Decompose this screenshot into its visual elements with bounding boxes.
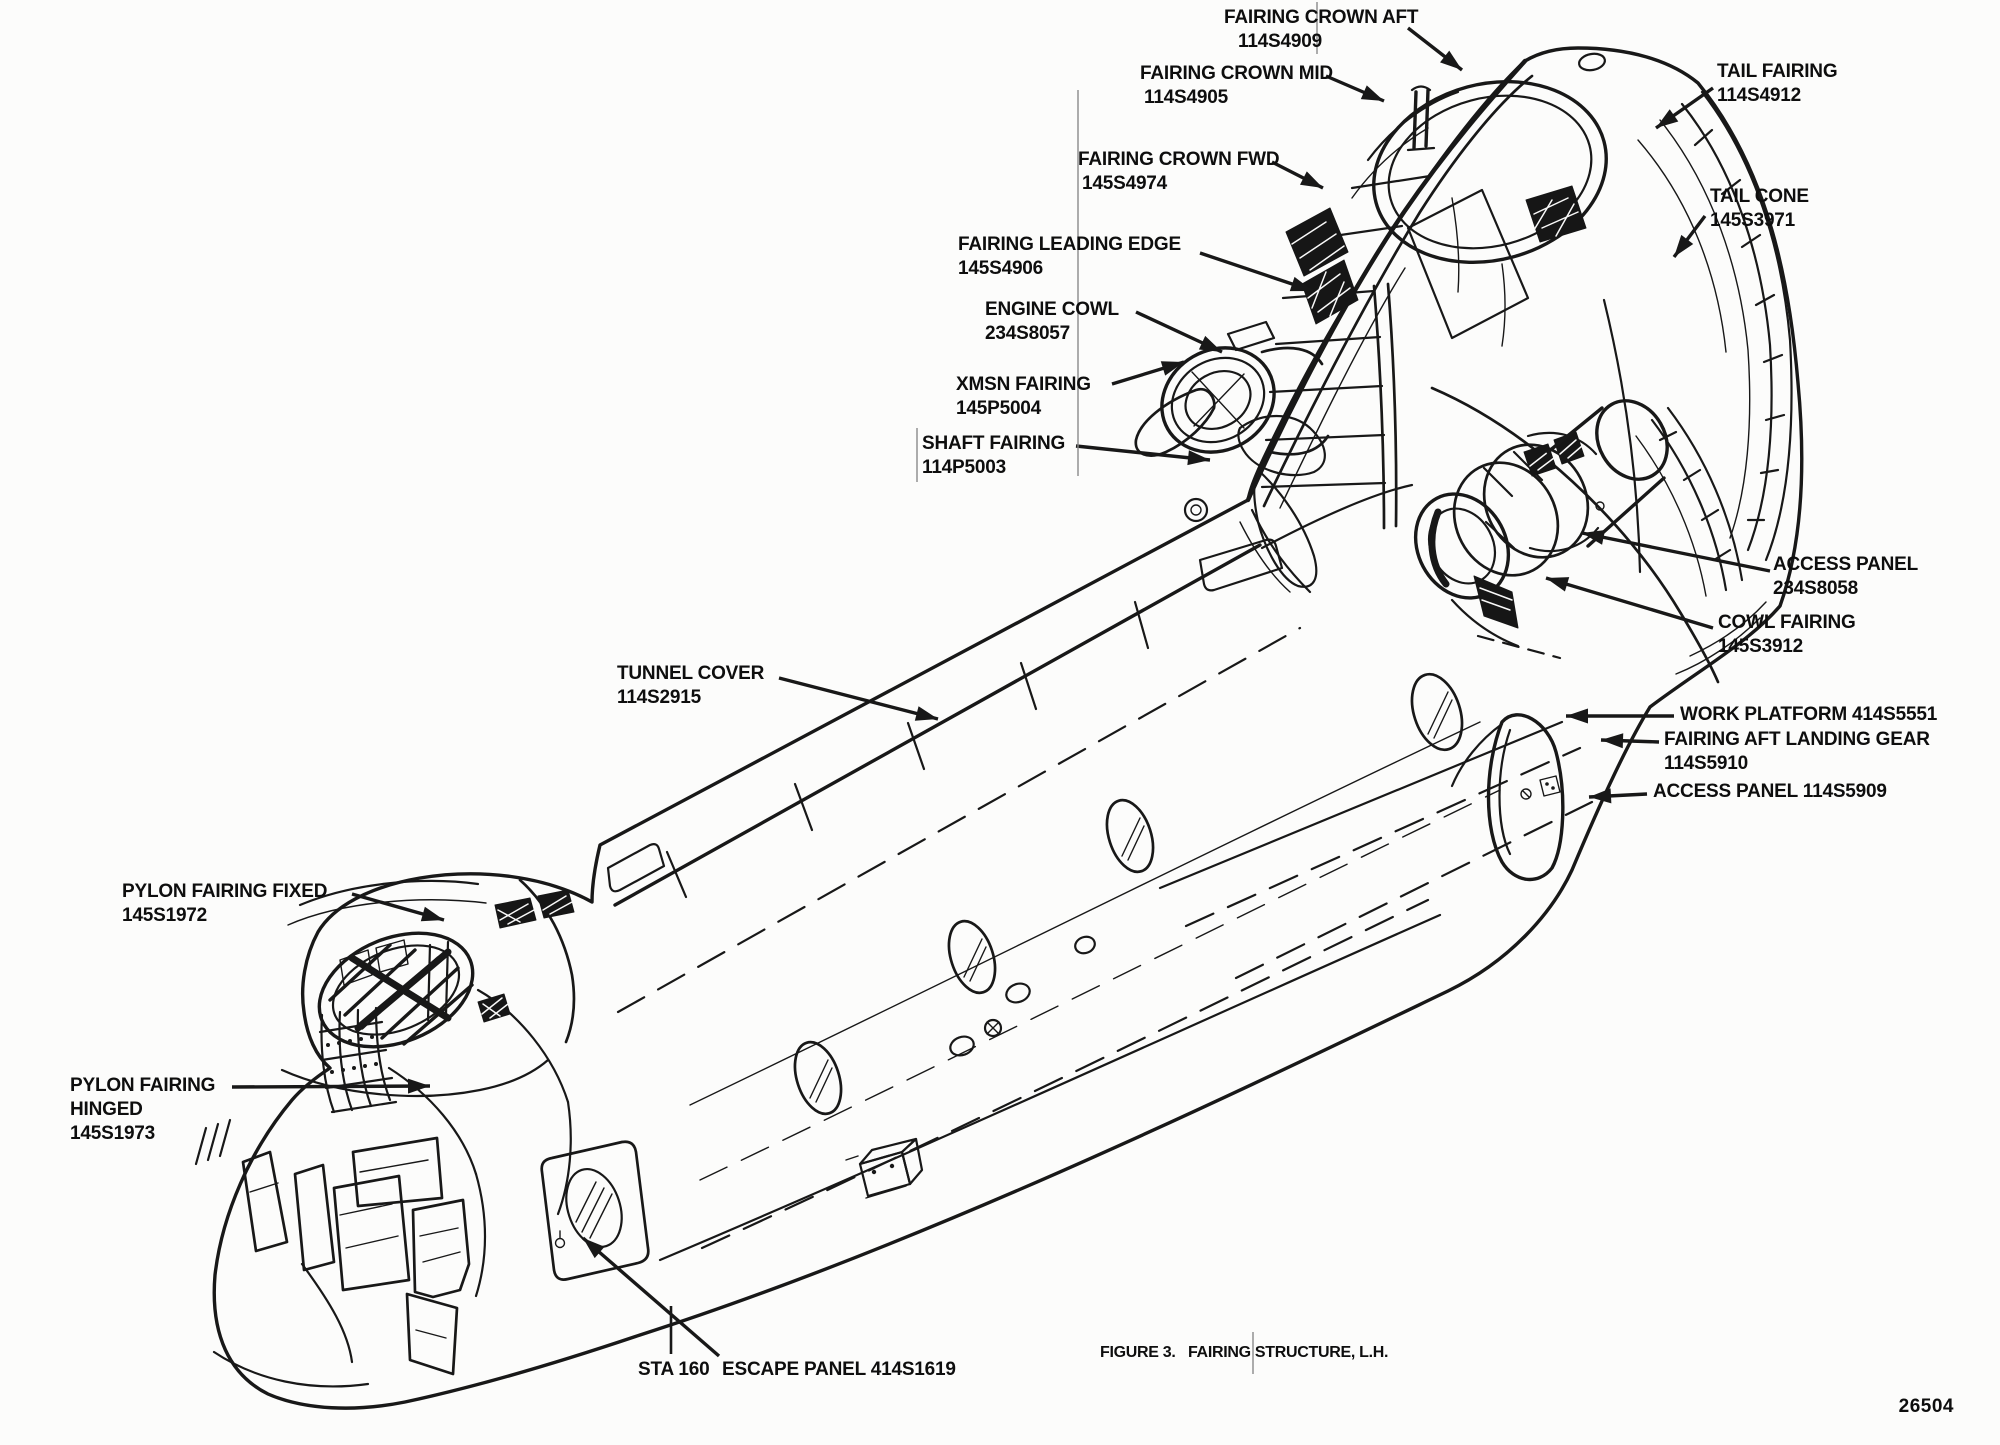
leader-line <box>1075 444 1211 462</box>
belly-details <box>700 898 1430 1250</box>
callout-label-engine-cowl: ENGINE COWL 234S8057 <box>985 298 1119 346</box>
engine-nacelle-forward <box>1134 320 1330 592</box>
leader-arrowhead <box>1656 109 1679 128</box>
leader-arrowhead <box>1601 733 1624 749</box>
leader-arrowhead <box>1187 450 1210 466</box>
callout-text-line: TAIL CONE <box>1710 186 1809 207</box>
leader-arrowhead <box>1566 708 1588 724</box>
callout-label-fairing-aft-landing-gear: FAIRING AFT LANDING GEAR 114S5910 <box>1664 728 1930 776</box>
callout-label-fairing-crown-aft: FAIRING CROWN AFT 114S4909 <box>1224 6 1419 54</box>
callout-text-line: FAIRING CROWN MID <box>1140 63 1333 84</box>
callout-text-line: 145S4974 <box>1082 173 1168 194</box>
leader-arrowhead <box>1674 234 1694 257</box>
leader-arrowhead <box>1360 85 1384 101</box>
callout-text-line: SHAFT FAIRING <box>922 433 1066 454</box>
callout-text-line: ACCESS PANEL 114S5909 <box>1653 781 1887 802</box>
leader-arrowhead <box>420 906 444 922</box>
sheet-number: 26504 <box>1898 1396 1954 1417</box>
leader-arrowhead <box>407 1078 430 1094</box>
tail-cone-ribs <box>1635 90 1793 675</box>
callout-text-line: TUNNEL COVER <box>617 663 765 684</box>
cabin-windows <box>793 672 1464 1116</box>
callout-label-escape-panel: ESCAPE PANEL 414S1619 <box>722 1358 956 1382</box>
callout-label-fairing-crown-fwd: FAIRING CROWN FWD 145S4974 <box>1078 148 1280 196</box>
callout-text-line: PYLON FAIRING FIXED <box>122 881 328 902</box>
callout-label-access-panel-gear: ACCESS PANEL 114S5909 <box>1653 780 1887 804</box>
leader-line <box>231 1084 431 1089</box>
leader-arrowhead <box>1160 361 1184 376</box>
leader-arrowhead <box>914 706 938 721</box>
callout-text-line: 145S3971 <box>1710 210 1796 231</box>
callout-text-line: 145S1972 <box>122 905 208 926</box>
callout-text-line: 145S1973 <box>70 1123 156 1144</box>
callout-label-cowl-fairing: COWL FAIRING 145S3912 <box>1718 611 1856 659</box>
callout-text-line: ACCESS PANEL <box>1773 554 1919 575</box>
callout-text-line: FAIRING CROWN FWD <box>1078 149 1280 170</box>
leader-arrowhead <box>1289 276 1313 292</box>
shaft-fairing-art <box>1253 468 1318 588</box>
callout-label-sta-160: STA 160 <box>638 1358 710 1382</box>
callout-label-work-platform: WORK PLATFORM 414S5551 <box>1680 703 1937 727</box>
callout-text-line: FAIRING CROWN AFT <box>1224 7 1419 28</box>
leader-arrowhead <box>1589 788 1612 804</box>
callout-text-line: 145S3912 <box>1718 636 1804 657</box>
callout-text-line: COWL FAIRING <box>1718 612 1856 633</box>
callout-text-line: STA 160 <box>638 1359 710 1380</box>
engine-nacelle-aft <box>1413 399 1669 660</box>
leader-line <box>581 1236 721 1358</box>
callout-text-line: FAIRING AFT LANDING GEAR <box>1664 729 1930 750</box>
callout-text-line: 114P5003 <box>922 457 1006 478</box>
callout-text-line: XMSN FAIRING <box>956 374 1091 395</box>
callout-label-tunnel-cover: TUNNEL COVER 114S2915 <box>617 662 764 710</box>
leader-line <box>778 676 939 721</box>
leader-arrowhead <box>1582 530 1606 545</box>
callout-text-line: 114S2915 <box>617 687 701 708</box>
figure-caption: FIGURE 3. FAIRING STRUCTURE, L.H. <box>1100 1344 1389 1361</box>
callout-label-fairing-leading-edge: FAIRING LEADING EDGE 145S4906 <box>958 233 1181 281</box>
callout-text-line: TAIL FAIRING <box>1717 61 1838 82</box>
cockpit-window <box>241 1150 289 1253</box>
callout-text-line: WORK PLATFORM 414S5551 <box>1680 704 1938 725</box>
leader-arrowhead <box>1546 577 1570 592</box>
callout-label-xmsn-fairing: XMSN FAIRING 145P5004 <box>956 373 1091 421</box>
callout-text-line: HINGED <box>70 1099 143 1120</box>
escape-panel-art <box>540 1140 650 1281</box>
callout-text-line: 114S5910 <box>1664 753 1748 774</box>
callout-text-line: ESCAPE PANEL 414S1619 <box>722 1359 956 1380</box>
callout-text-line: 145P5004 <box>956 398 1042 419</box>
callout-text-line: FAIRING LEADING EDGE <box>958 234 1181 255</box>
leader-line <box>1545 576 1714 630</box>
side-seams <box>658 720 1594 1262</box>
leader-arrowhead <box>583 1238 605 1259</box>
forward-pylon <box>287 879 575 1114</box>
callout-label-tail-fairing: TAIL FAIRING 114S4912 <box>1717 60 1838 108</box>
callout-text-line: 114S4912 <box>1717 85 1801 106</box>
landing-gear-fairing <box>1450 713 1565 882</box>
callout-label-pylon-fairing-hinged: PYLON FAIRING HINGED 145S1973 <box>70 1074 215 1146</box>
callout-text-line: 114S4905 <box>1144 87 1228 108</box>
leader-arrowhead <box>1440 50 1462 70</box>
leader-line <box>1581 531 1771 573</box>
callout-text-line: 234S8058 <box>1773 578 1859 599</box>
callout-text-line: 145S4906 <box>958 258 1044 279</box>
callout-text-line: ENGINE COWL <box>985 299 1119 320</box>
leader-arrowhead <box>1198 335 1222 352</box>
leader-arrowhead <box>1299 171 1323 188</box>
callout-label-fairing-crown-mid: FAIRING CROWN MID 114S4905 <box>1140 62 1333 110</box>
tunnel-cover-strip <box>606 543 1302 1014</box>
callout-label-access-panel-engine: ACCESS PANEL 234S8058 <box>1773 553 1918 601</box>
callout-text-line: PYLON FAIRING <box>70 1075 216 1096</box>
xmsn-fairing-art <box>1237 414 1326 477</box>
callout-text-line: 114S4909 <box>1238 31 1322 52</box>
callout-label-shaft-fairing: SHAFT FAIRING 114P5003 <box>922 432 1065 480</box>
callout-label-tail-cone: TAIL CONE 145S3971 <box>1710 185 1809 233</box>
callout-label-pylon-fairing-fixed: PYLON FAIRING FIXED 145S1972 <box>122 880 327 928</box>
callout-text-line: 234S8057 <box>985 323 1071 344</box>
